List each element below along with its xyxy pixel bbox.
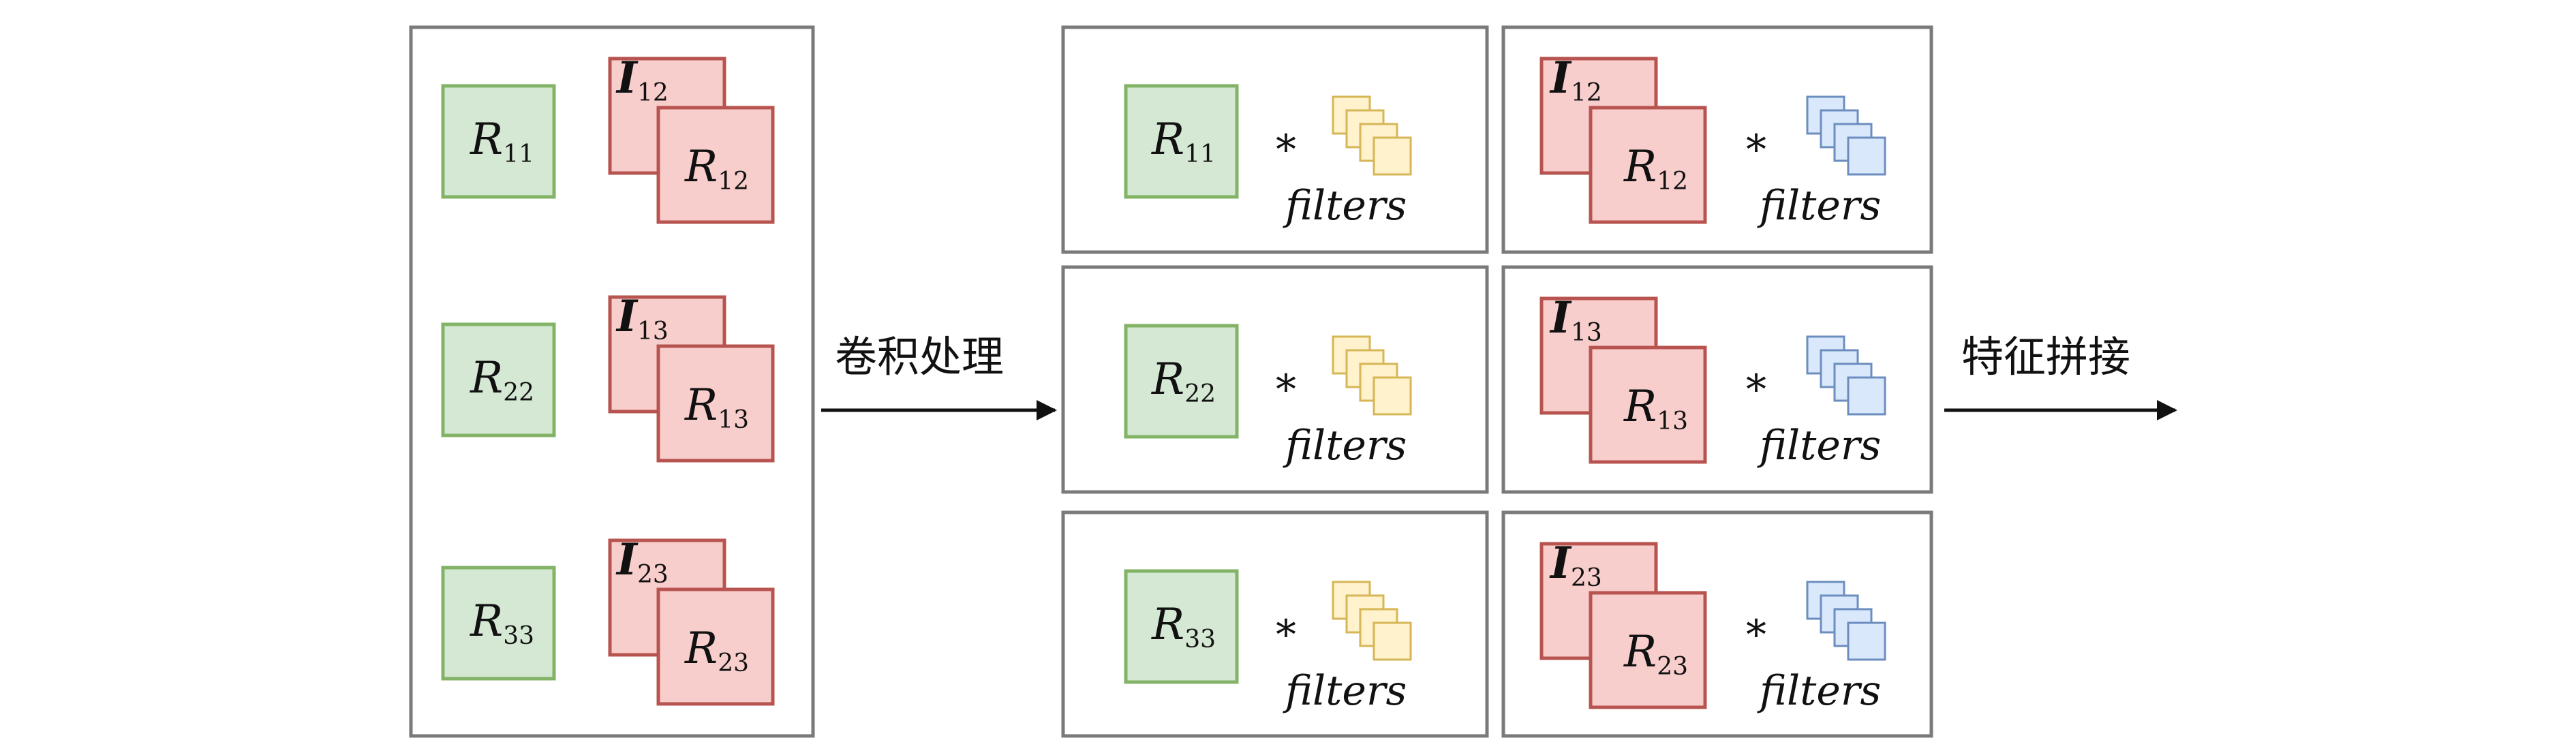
conv-panel-frame	[1501, 510, 1933, 738]
filter-square	[1373, 136, 1412, 176]
conv-panel-frame	[1061, 510, 1489, 738]
conv-panel-frame	[1501, 25, 1933, 254]
convolution-operator: *	[1746, 366, 1766, 414]
i-block-label: I23	[615, 534, 669, 589]
r-front-label: R23	[1623, 627, 1688, 681]
convolution-operator: *	[1746, 611, 1766, 659]
r-block-front	[656, 106, 775, 224]
conv-panel-frame	[1061, 265, 1489, 494]
r-block-front	[1589, 591, 1707, 709]
filter-stack	[1806, 581, 1886, 661]
i-block-label: I12	[1549, 52, 1602, 107]
filter-stack	[1806, 95, 1886, 176]
filter-square	[1847, 621, 1886, 661]
r-block-label: R22	[1151, 354, 1216, 408]
filter-stack	[1332, 95, 1412, 176]
i-block-label: I23	[1549, 538, 1602, 592]
r-block	[1124, 569, 1239, 684]
conv-arrow-label: 卷积处理	[835, 332, 1004, 382]
concat-arrow-label: 特征拼接	[1961, 332, 2130, 382]
convolution-operator: *	[1276, 366, 1296, 414]
filters-label: filters	[1757, 182, 1881, 230]
conv-panel-left: R33 * filters	[1061, 510, 1489, 738]
filters-label: filters	[1757, 667, 1881, 715]
r-block-label: R11	[470, 114, 534, 168]
convolution-operator: *	[1746, 126, 1766, 174]
conv-panel-frame	[1061, 25, 1489, 254]
r-block-front	[1589, 345, 1707, 464]
r-block	[441, 84, 556, 199]
filter-square	[1847, 376, 1886, 416]
r-block-front	[656, 344, 775, 463]
r-block-label: R11	[1151, 114, 1216, 168]
r-front-label: R13	[684, 380, 749, 434]
r-front-label: R23	[684, 623, 749, 677]
filters-label: filters	[1283, 667, 1407, 715]
filter-square	[1373, 376, 1412, 416]
i-block-label: I12	[615, 52, 669, 107]
filter-stack	[1332, 335, 1412, 416]
conv-panel-left: R22 * filters	[1061, 265, 1489, 494]
filters-label: filters	[1283, 422, 1407, 469]
r-block-front	[656, 587, 775, 706]
r-block	[1124, 84, 1239, 199]
conv-panel-frame	[1501, 265, 1933, 494]
conv-panels: R11*filtersR22*filtersR33*filtersI12R12*…	[1061, 25, 1933, 738]
filters-label: filters	[1757, 422, 1881, 469]
r-front-label: R12	[1623, 142, 1688, 196]
r-block-label: R33	[470, 596, 534, 650]
convolution-operator: *	[1276, 611, 1296, 659]
filter-square	[1847, 136, 1886, 176]
filters-label: filters	[1283, 182, 1407, 230]
r-block	[441, 322, 556, 437]
r-block-front	[1589, 106, 1707, 224]
r-block	[441, 566, 556, 681]
filter-square	[1373, 621, 1412, 661]
convolution-operator: *	[1276, 126, 1296, 174]
filter-stack	[1332, 581, 1412, 661]
r-front-label: R12	[684, 142, 749, 196]
r-front-label: R13	[1623, 382, 1688, 435]
input-panel	[409, 25, 815, 738]
r-block	[1124, 324, 1239, 439]
r-block-label: R33	[1151, 600, 1216, 653]
r-block-label: R22	[470, 353, 534, 407]
conv-panel-left: R11 * filters	[1061, 25, 1489, 254]
i-block-label: I13	[1549, 292, 1602, 347]
i-block-label: I13	[615, 291, 669, 345]
filter-stack	[1806, 335, 1886, 416]
